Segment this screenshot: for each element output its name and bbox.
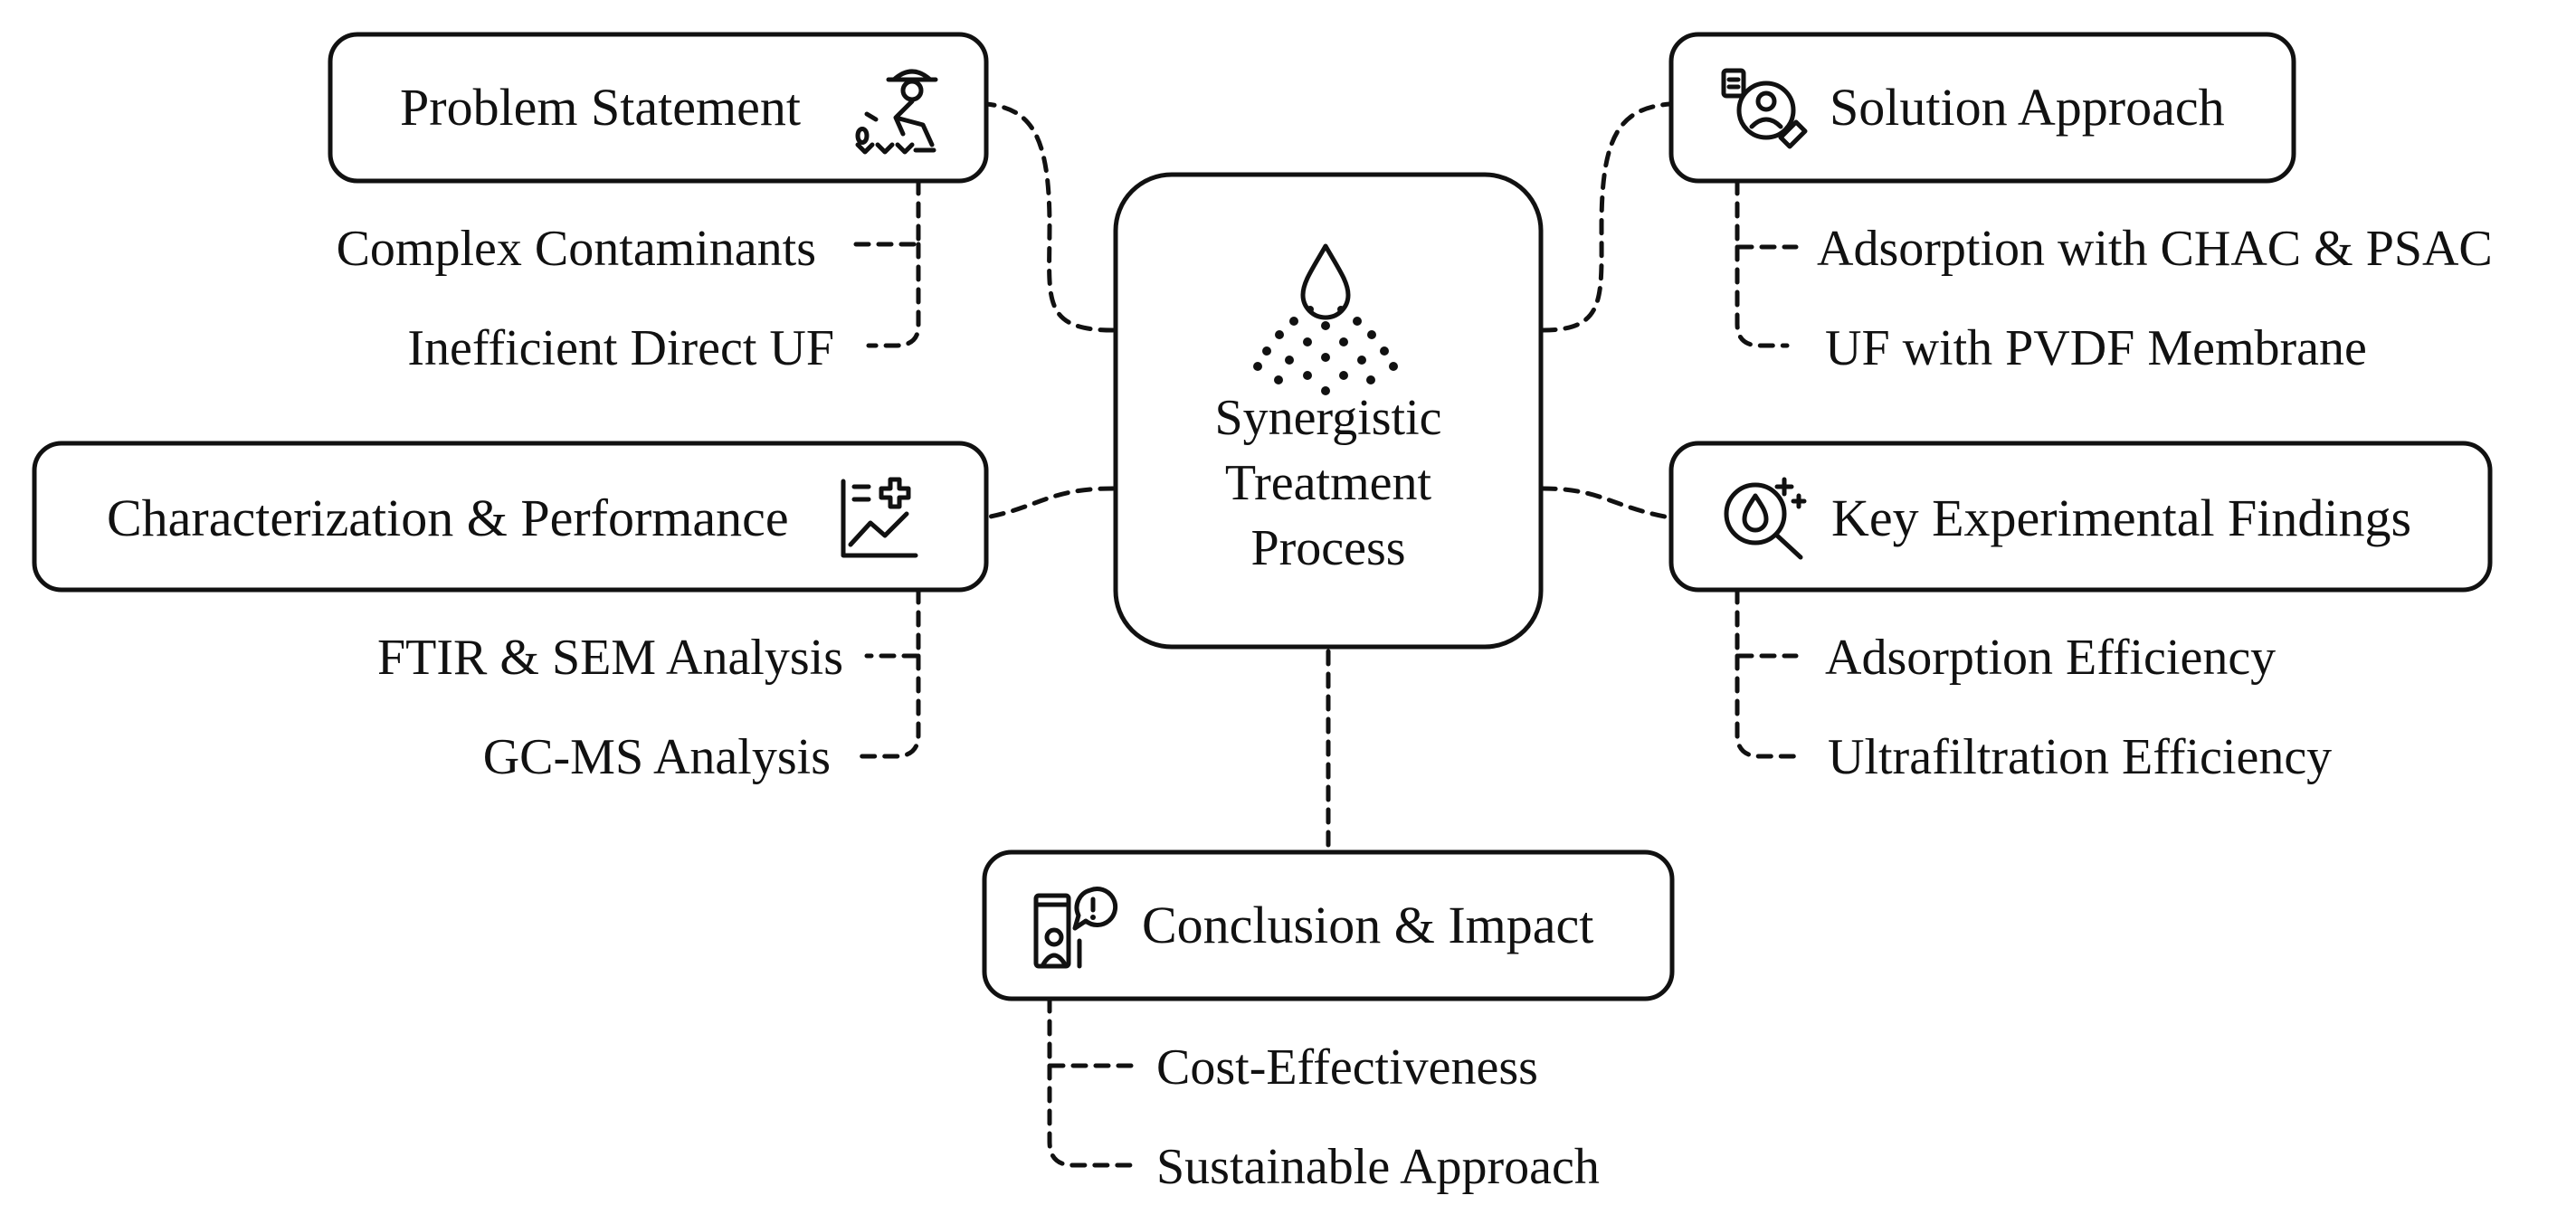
- characterization-node-label: Characterization & Performance: [107, 489, 789, 547]
- conclusion-node-box: [982, 849, 1675, 1001]
- connector-center-findings: [1540, 486, 1672, 520]
- conclusion-item-2: Sustainable Approach: [1156, 1139, 1600, 1195]
- findings-node-box: [1668, 441, 2493, 593]
- connectors: [848, 101, 1803, 1168]
- problem-item-1: Complex Contaminants: [337, 221, 816, 277]
- connector-center-characterization: [984, 486, 1116, 520]
- farmer-planting-icon: [855, 69, 938, 155]
- findings-item-2: Ultrafiltration Efficiency: [1828, 729, 2332, 785]
- solution-item-1: Adsorption with CHAC & PSAC: [1817, 221, 2493, 277]
- solution-item-2: UF with PVDF Membrane: [1825, 320, 2367, 376]
- conclusion-node[interactable]: Conclusion & Impact: [982, 849, 1675, 1001]
- center-node[interactable]: Synergistic Treatment Process: [1113, 172, 1544, 650]
- connector-findings-item-1: [1735, 587, 1799, 659]
- connector-center-solution: [1540, 101, 1672, 333]
- characterization-item-1: FTIR & SEM Analysis: [377, 630, 843, 686]
- conclusion-node-label: Conclusion & Impact: [1142, 896, 1593, 954]
- chart-plus-icon: [841, 477, 918, 558]
- connector-characterization-item-2: [857, 653, 921, 759]
- findings-node[interactable]: Key Experimental Findings: [1668, 441, 2493, 593]
- connector-characterization-item-1: [864, 587, 921, 659]
- center-node-box: [1113, 172, 1544, 650]
- solution-node-box: [1668, 32, 2296, 184]
- problem-item-2: Inefficient Direct UF: [407, 320, 834, 376]
- connector-conclusion-item-1: [1047, 996, 1141, 1068]
- connector-solution-item-2: [1735, 244, 1790, 348]
- connector-center-problem: [984, 101, 1116, 333]
- characterization-item-2: GC-MS Analysis: [483, 729, 831, 785]
- conclusion-item-1: Cost-Effectiveness: [1156, 1039, 1538, 1096]
- characterization-node[interactable]: Characterization & Performance: [32, 441, 989, 593]
- connector-findings-item-2: [1735, 653, 1803, 759]
- problem-node[interactable]: Problem Statement: [328, 32, 989, 184]
- solution-node[interactable]: Solution Approach: [1668, 32, 2296, 184]
- water-drop-spray-icon: [1253, 243, 1398, 395]
- characterization-node-box: [32, 441, 989, 593]
- solution-node-label: Solution Approach: [1830, 78, 2225, 137]
- researcher-document-icon: [1721, 68, 1808, 149]
- problem-node-box: [328, 32, 989, 184]
- findings-node-label: Key Experimental Findings: [1831, 489, 2411, 547]
- center-title-line-2: Treatment: [1225, 455, 1432, 511]
- center-title-line-3: Process: [1250, 520, 1405, 576]
- connector-solution-item-1: [1735, 178, 1799, 250]
- presenter-alert-icon: [1033, 887, 1118, 969]
- findings-item-1: Adsorption Efficiency: [1825, 630, 2276, 686]
- connector-conclusion-item-2: [1047, 1063, 1141, 1168]
- problem-node-label: Problem Statement: [400, 78, 801, 137]
- center-title-line-1: Synergistic: [1215, 390, 1442, 446]
- connector-problem-item-1: [848, 178, 921, 247]
- connector-problem-item-2: [866, 242, 921, 348]
- magnifier-drop-icon: [1724, 477, 1807, 560]
